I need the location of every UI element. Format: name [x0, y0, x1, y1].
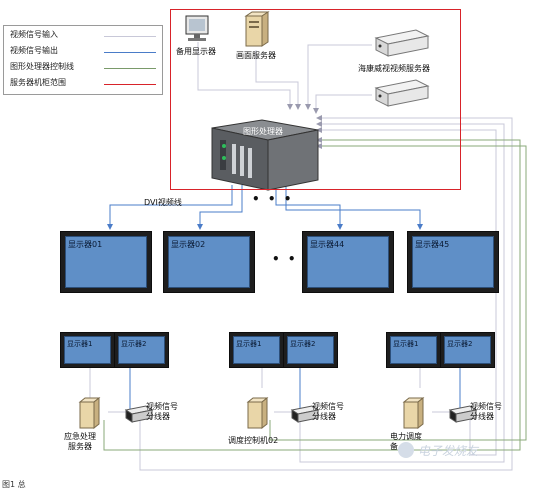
legend-line-video-output — [104, 52, 156, 53]
ellipsis-top: • • • — [252, 192, 294, 206]
splitter-label-2: 视频信号 分线器 — [312, 402, 344, 421]
watermark-logo-icon — [398, 442, 414, 458]
splitter-label-3: 视频信号 分线器 — [470, 402, 502, 421]
group2-screen2: 显示器2 — [283, 332, 338, 368]
dispatch-server-icon — [246, 396, 269, 430]
backup-display-label: 备用显示器 — [176, 47, 216, 56]
backup-display-icon — [185, 15, 209, 41]
group3-screen1-label: 显示器1 — [393, 340, 419, 348]
screen-server-icon — [244, 11, 270, 47]
legend-label-control-line: 图形处理器控制线 — [10, 62, 74, 71]
display-02-label: 显示器02 — [171, 240, 206, 249]
legend: 视频信号输入 视频信号输出 图形处理器控制线 服务器机柜范围 — [3, 25, 163, 95]
legend-line-cabinet — [104, 84, 156, 85]
dispatch-server-label: 调度控制机02 — [228, 436, 279, 445]
display-45-label: 显示器45 — [415, 240, 450, 249]
display-02: 显示器02 — [163, 231, 255, 293]
power-server-label: 电力调度 备 — [390, 432, 422, 451]
graphics-processor-label: 图形处理器 — [243, 127, 283, 136]
hikvision-server-label: 海康威视视频服务器 — [358, 64, 430, 73]
display-01: 显示器01 — [60, 231, 152, 293]
splitter-icon-1 — [124, 405, 154, 423]
splitter-label-1: 视频信号 分线器 — [146, 402, 178, 421]
power-server-icon — [402, 396, 425, 430]
emergency-server-label: 应急处理 服务器 — [64, 432, 96, 451]
group1-screen1: 显示器1 — [60, 332, 115, 368]
group2-screen1: 显示器1 — [229, 332, 284, 368]
group2-screen1-label: 显示器1 — [236, 340, 262, 348]
splitter-icon-3 — [448, 405, 478, 423]
group1-screen1-label: 显示器1 — [67, 340, 93, 348]
dvi-cable-label: DVI视频线 — [144, 198, 182, 207]
display-01-label: 显示器01 — [68, 240, 103, 249]
legend-label-cabinet: 服务器机柜范围 — [10, 78, 66, 87]
screen-server-label: 画面服务器 — [236, 51, 276, 60]
group1-screen2-label: 显示器2 — [121, 340, 147, 348]
legend-label-video-input: 视频信号输入 — [10, 30, 58, 39]
group3-screen2: 显示器2 — [440, 332, 495, 368]
group3-screen1: 显示器1 — [386, 332, 441, 368]
group1-screen2: 显示器2 — [114, 332, 169, 368]
server-cabinet-boundary — [170, 9, 461, 190]
display-45: 显示器45 — [407, 231, 499, 293]
group2-screen2-label: 显示器2 — [290, 340, 316, 348]
graphics-processor-icon — [211, 119, 319, 191]
ellipsis-mid: • • • — [272, 252, 314, 266]
legend-line-video-input — [104, 36, 156, 37]
figure-caption: 图1 总 — [2, 480, 26, 489]
hikvision-server-icon-2 — [374, 79, 430, 107]
legend-line-control — [104, 68, 156, 69]
display-44-label: 显示器44 — [310, 240, 345, 249]
legend-label-video-output: 视频信号输出 — [10, 46, 58, 55]
emergency-server-icon — [78, 396, 101, 430]
hikvision-server-icon-1 — [374, 29, 430, 57]
splitter-icon-2 — [290, 405, 320, 423]
group3-screen2-label: 显示器2 — [447, 340, 473, 348]
display-44: 显示器44 — [302, 231, 394, 293]
watermark: 电子发烧友 — [418, 444, 479, 458]
